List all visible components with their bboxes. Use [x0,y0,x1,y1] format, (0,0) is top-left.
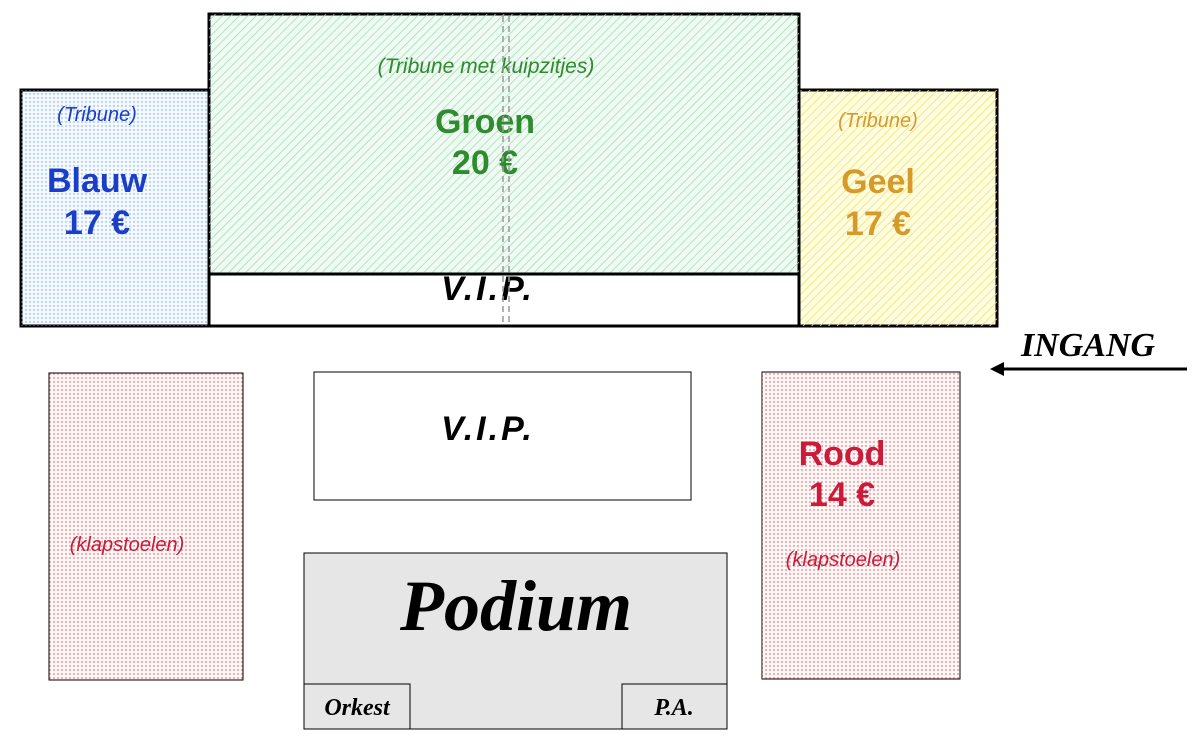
geel-note: (Tribune) [838,110,918,132]
orkest-label: Orkest [324,695,391,721]
rood-price: 14 € [809,476,875,514]
groen-price: 20 € [452,144,518,182]
podium-label: Podium [399,566,632,646]
section-groen: (Tribune met kuipzitjes) Groen 20 € [207,12,801,276]
center-divider [502,16,510,324]
entrance: INGANG [990,327,1187,376]
blauw-note: (Tribune) [57,104,137,126]
geel-price: 17 € [845,205,911,243]
groen-note: (Tribune met kuipzitjes) [378,55,595,78]
section-blauw: (Tribune) Blauw 17 € [19,88,212,328]
blauw-price: 17 € [64,204,130,242]
arrow-left-icon [990,362,1187,376]
section-geel: (Tribune) Geel 17 € [797,88,999,328]
pa-label: P.A. [653,695,694,721]
vip-center-label: V.I.P. [441,410,535,448]
geel-name: Geel [841,163,915,201]
section-left-floor: (klapstoelen) [48,372,244,681]
section-vip-center: V.I.P. [313,371,692,501]
podium: Podium Orkest P.A. [303,552,728,730]
section-vip-top: V.I.P. [207,270,801,328]
rood-name: Rood [799,435,886,473]
rood-note: (klapstoelen) [786,549,901,571]
section-rood: Rood 14 € (klapstoelen) [761,371,961,680]
blauw-name: Blauw [47,162,148,200]
vip-top-label: V.I.P. [441,270,535,308]
entrance-label: INGANG [1020,327,1156,364]
groen-name: Groen [435,103,535,141]
left-floor-note: (klapstoelen) [70,534,185,556]
